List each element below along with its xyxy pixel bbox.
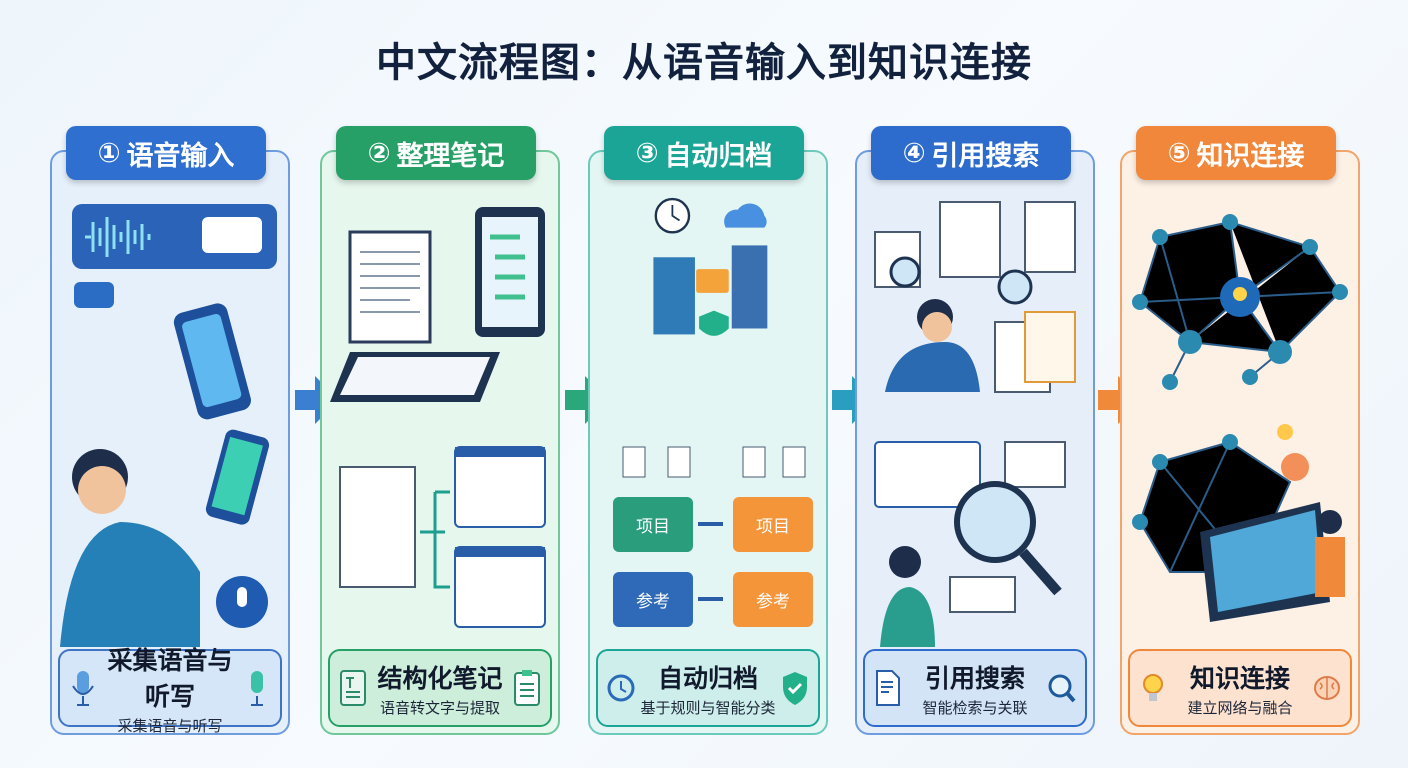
step-number: ⑤ bbox=[1167, 137, 1191, 169]
step-1-caption: 采集语音与听写采集语音与听写 bbox=[58, 646, 282, 735]
caption-subtitle: 基于规则与智能分类 bbox=[640, 698, 776, 717]
step-label: 自动归档 bbox=[664, 140, 773, 172]
step-number: ② bbox=[367, 137, 391, 169]
step-3-caption: 自动归档基于规则与智能分类 bbox=[596, 649, 820, 727]
notes-illustration bbox=[330, 207, 546, 628]
step-2-caption: 结构化笔记语音转文字与提取 bbox=[328, 649, 552, 727]
step-number: ④ bbox=[902, 137, 926, 169]
step-label: 知识连接 bbox=[1196, 140, 1305, 172]
folder-sort-diagram: 项目 项目 参考 参考 bbox=[613, 446, 813, 627]
clipboard-icon bbox=[514, 670, 540, 706]
step-label: 语音输入 bbox=[126, 140, 235, 172]
microphone-icon bbox=[251, 671, 263, 706]
folder-label: 项目 bbox=[756, 517, 790, 537]
folder-label: 参考 bbox=[636, 592, 670, 612]
arrow-right-icon bbox=[295, 376, 339, 424]
folder-label: 项目 bbox=[636, 517, 670, 537]
caption-title: 结构化笔记 bbox=[377, 663, 503, 693]
caption-title: 引用搜索 bbox=[924, 663, 1025, 693]
arrow-right-icon bbox=[565, 376, 609, 424]
shield-check-icon bbox=[783, 672, 807, 705]
caption-title: 自动归档 bbox=[657, 663, 758, 693]
archive-illustration bbox=[653, 197, 768, 336]
step-5-caption: 知识连接建立网络与融合 bbox=[1128, 649, 1352, 727]
arrow-right-icon bbox=[832, 376, 876, 424]
caption-subtitle: 建立网络与融合 bbox=[1187, 698, 1293, 717]
caption-subtitle: 智能检索与关联 bbox=[922, 698, 1028, 717]
microphone-icon bbox=[72, 671, 94, 706]
document-link-icon bbox=[876, 670, 900, 706]
caption-subtitle: 采集语音与听写 bbox=[117, 716, 223, 735]
caption-subtitle: 语音转文字与提取 bbox=[379, 698, 500, 717]
step-number: ③ bbox=[635, 137, 659, 169]
step-label: 引用搜索 bbox=[931, 140, 1040, 172]
step-number: ① bbox=[97, 137, 121, 169]
brain-icon bbox=[1314, 676, 1340, 700]
folder-label: 参考 bbox=[756, 592, 790, 612]
text-document-icon bbox=[340, 670, 366, 706]
caption-title: 知识连接 bbox=[1189, 663, 1290, 693]
caption-title: 采集语音与听写 bbox=[107, 645, 233, 711]
citation-search-illustration bbox=[874, 201, 1076, 647]
sync-clock-icon bbox=[607, 674, 635, 702]
voice-input-illustration bbox=[60, 204, 277, 647]
search-link-icon bbox=[1048, 674, 1076, 703]
step-label: 整理笔记 bbox=[396, 140, 505, 172]
page-title: 中文流程图：从语音输入到知识连接 bbox=[376, 40, 1032, 86]
step-4-caption: 引用搜索智能检索与关联 bbox=[863, 649, 1087, 727]
knowledge-network-illustration bbox=[1132, 214, 1348, 622]
lightbulb-icon bbox=[1143, 674, 1163, 701]
